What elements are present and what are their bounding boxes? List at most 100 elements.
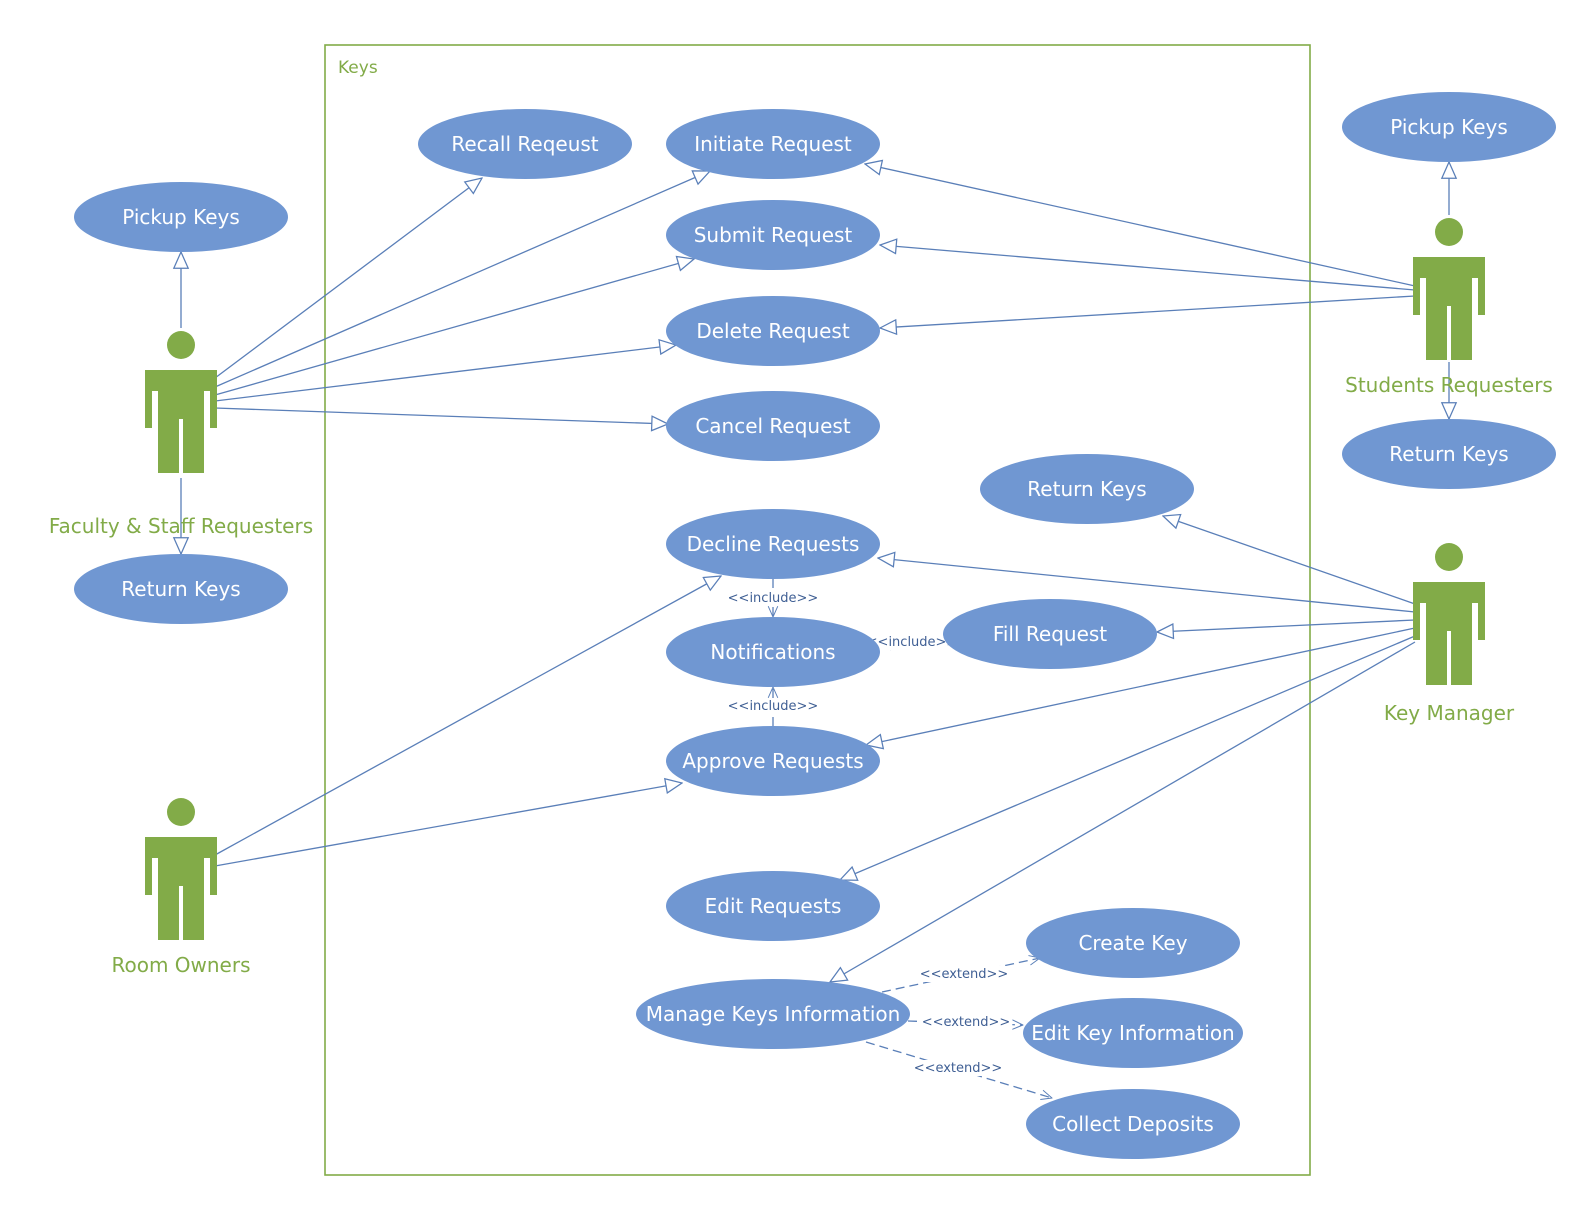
actor-icon <box>145 331 217 473</box>
stereotype-label: <<include>> <box>728 591 819 606</box>
use-case-ellipse <box>666 296 880 366</box>
association-faculty-to-submit <box>214 259 694 396</box>
use-case-label: Create Key <box>1078 931 1187 955</box>
use-case-ellipse <box>980 454 1194 524</box>
association-faculty-to-initiate <box>214 171 710 388</box>
association-roomowners-to-approve <box>214 783 682 867</box>
actor-label: Key Manager <box>1384 701 1515 725</box>
use-case-decline[interactable]: Decline Requests <box>666 509 880 579</box>
actor-keymanager[interactable]: Key Manager <box>1384 543 1515 725</box>
use-case-label: Initiate Request <box>694 132 852 156</box>
system-boundary-label: Keys <box>338 58 378 78</box>
use-case-ellipse <box>1023 998 1243 1068</box>
use-case-return-keys-km[interactable]: Return Keys <box>980 454 1194 524</box>
stereotype-label-background <box>725 698 821 714</box>
use-case-label: Approve Requests <box>682 749 863 773</box>
use-case-fill[interactable]: Fill Request <box>943 599 1157 669</box>
association-faculty-to-delete <box>214 345 676 402</box>
system-boundary: Keys <box>324 44 1311 1176</box>
use-case-label: Edit Requests <box>705 894 842 918</box>
use-case-ellipse <box>666 109 880 179</box>
use-case-ellipse <box>666 871 880 941</box>
use-case-label: Notifications <box>710 640 835 664</box>
use-case-collect-deposits[interactable]: Collect Deposits <box>1026 1089 1240 1159</box>
use-case-pickup-stu[interactable]: Pickup Keys <box>1342 92 1556 162</box>
use-case-return-fac[interactable]: Return Keys <box>74 554 288 624</box>
association-keymanager-to-edit_requests <box>840 635 1416 880</box>
use-case-ellipse <box>666 391 880 461</box>
use-case-label: Pickup Keys <box>122 205 240 229</box>
association-students-to-submit <box>880 245 1416 291</box>
dependency-manage_keys-to-create_key <box>881 958 1040 993</box>
stereotype-label: <<extend>> <box>922 1015 1011 1030</box>
use-case-ellipse <box>666 509 880 579</box>
use-case-ellipse <box>74 182 288 252</box>
association-keymanager-to-approve <box>866 627 1416 745</box>
use-case-edit-key-info[interactable]: Edit Key Information <box>1023 998 1243 1068</box>
use-case-label: Decline Requests <box>687 532 860 556</box>
use-case-label: Delete Request <box>696 319 849 343</box>
actor-label: Students Requesters <box>1345 373 1553 397</box>
use-case-label: Recall Reqeust <box>451 132 598 156</box>
stereotype-label-background <box>725 590 821 606</box>
actor-icon <box>1413 218 1485 360</box>
stereotype-label: <<include>> <box>867 635 958 650</box>
association-faculty-to-recall <box>214 178 482 379</box>
use-case-ellipse <box>74 554 288 624</box>
use-case-ellipse <box>666 726 880 796</box>
stereotype-label-background <box>919 1014 1013 1030</box>
use-case-ellipse <box>1342 92 1556 162</box>
use-case-ellipse <box>666 617 880 687</box>
use-case-label: Collect Deposits <box>1052 1112 1214 1136</box>
use-case-cancel[interactable]: Cancel Request <box>666 391 880 461</box>
stereotype-label-background <box>864 634 960 650</box>
use-case-label: Submit Request <box>694 223 853 247</box>
stereotype-label: <<extend>> <box>920 967 1009 982</box>
use-case-label: Manage Keys Information <box>646 1002 901 1026</box>
actor-roomowners[interactable]: Room Owners <box>111 798 251 977</box>
actor-label: Faculty & Staff Requesters <box>49 514 313 538</box>
actors-layer: Faculty & Staff Requesters Students Reque… <box>49 218 1553 977</box>
use-case-recall[interactable]: Recall Reqeust <box>418 109 632 179</box>
actor-icon <box>145 798 217 940</box>
use-case-label: Cancel Request <box>695 414 851 438</box>
use-case-ellipse <box>636 979 910 1049</box>
use-case-label: Pickup Keys <box>1390 115 1508 139</box>
use-case-return-stu[interactable]: Return Keys <box>1342 419 1556 489</box>
stereotype-label-background <box>917 966 1011 982</box>
association-keymanager-to-decline <box>878 558 1416 613</box>
use-case-label: Edit Key Information <box>1031 1021 1234 1045</box>
use-case-approve[interactable]: Approve Requests <box>666 726 880 796</box>
use-case-label: Return Keys <box>1027 477 1146 501</box>
use-case-ellipse <box>1026 908 1240 978</box>
use-case-delete[interactable]: Delete Request <box>666 296 880 366</box>
actor-faculty[interactable]: Faculty & Staff Requesters <box>49 331 313 538</box>
stereotype-label-background <box>911 1060 1005 1076</box>
use-case-edit-requests[interactable]: Edit Requests <box>666 871 880 941</box>
use-case-ellipse <box>666 200 880 270</box>
use-case-ellipse <box>1026 1089 1240 1159</box>
stereotype-label: <<extend>> <box>914 1061 1003 1076</box>
actor-label: Room Owners <box>111 953 250 977</box>
use-case-ellipse <box>943 599 1157 669</box>
actor-students[interactable]: Students Requesters <box>1345 218 1553 397</box>
stereotype-label: <<include>> <box>728 699 819 714</box>
use-case-ellipse <box>1342 419 1556 489</box>
association-keymanager-to-manage_keys <box>830 641 1416 982</box>
use-case-notifications[interactable]: Notifications <box>666 617 880 687</box>
use-case-pickup-fac[interactable]: Pickup Keys <box>74 182 288 252</box>
use-case-label: Fill Request <box>993 622 1107 646</box>
use-case-create-key[interactable]: Create Key <box>1026 908 1240 978</box>
association-keymanager-to-fill <box>1157 619 1416 632</box>
use-case-label: Return Keys <box>121 577 240 601</box>
association-students-to-delete <box>880 295 1416 328</box>
use-case-submit[interactable]: Submit Request <box>666 200 880 270</box>
association-students-to-initiate <box>865 164 1416 287</box>
use-case-initiate[interactable]: Initiate Request <box>666 109 880 179</box>
use-case-label: Return Keys <box>1389 442 1508 466</box>
association-roomowners-to-decline <box>214 576 721 856</box>
dependency-manage_keys-to-collect_deposits <box>865 1041 1052 1098</box>
use-case-manage-keys[interactable]: Manage Keys Information <box>636 979 910 1049</box>
